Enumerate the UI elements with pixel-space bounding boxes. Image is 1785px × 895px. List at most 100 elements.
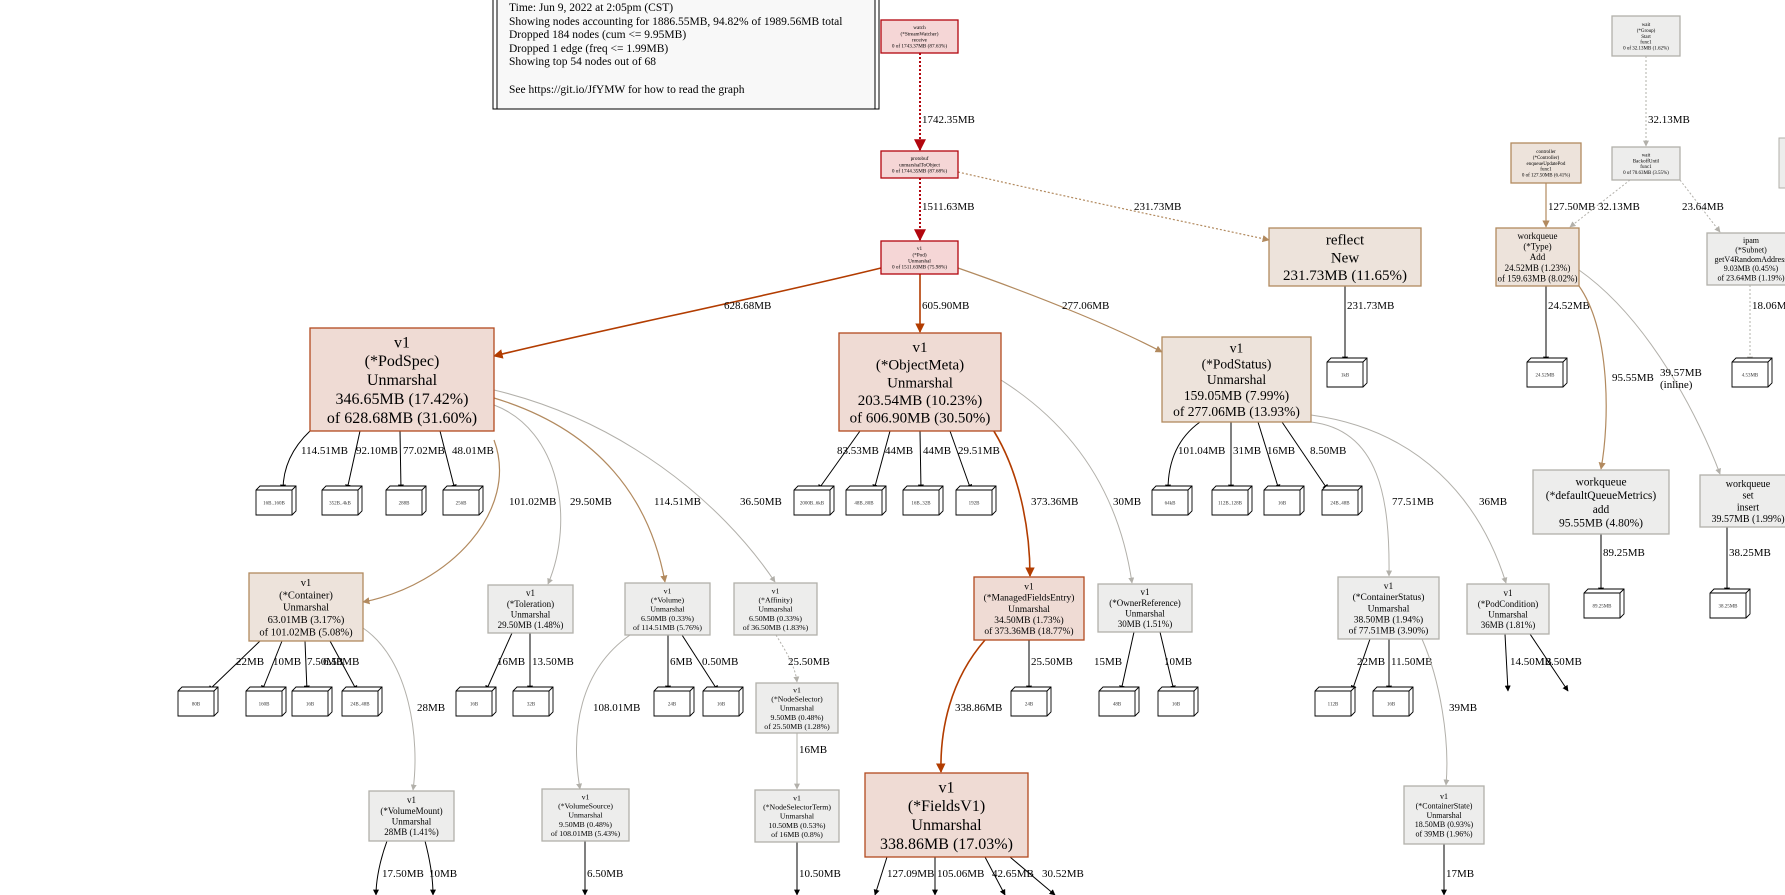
allocation-blob[interactable]: 16B [1263, 485, 1305, 516]
allocation-blob[interactable]: 16B [455, 686, 497, 717]
edge-label: 6.50MB [323, 656, 359, 668]
allocation-blob[interactable]: 256B [442, 485, 484, 516]
blob-label: 16B [1172, 703, 1181, 708]
graph-edge: 10MB [261, 640, 301, 692]
allocation-blob[interactable]: 16B [291, 686, 333, 717]
graph-edge: 10.50MB [794, 842, 841, 895]
edge-label: 44MB [885, 445, 913, 457]
node-label-line: v1 [1440, 792, 1448, 801]
edge-label: 10MB [429, 868, 457, 880]
edge-label: 277.06MB [1062, 300, 1109, 312]
allocation-blob[interactable]: 80B [177, 686, 219, 717]
allocation-blob[interactable]: 89.25MB [1583, 588, 1625, 619]
allocation-blob[interactable]: 24.52MB [1526, 357, 1568, 388]
node-label-line: 9.50MB (0.48%) [770, 713, 823, 722]
node-label-line: of 373.36MB (18.77%) [984, 626, 1073, 637]
allocation-blob[interactable]: 16B [1372, 686, 1414, 717]
allocation-blob[interactable]: 24B [653, 686, 695, 717]
edge-label: 127.09MB [887, 868, 934, 880]
edge-label: 39MB [1449, 702, 1477, 714]
node-label-line: 36MB (1.81%) [1481, 620, 1536, 630]
legend: Time: Jun 9, 2022 at 2:05pm (CST) Showin… [492, 0, 880, 110]
allocation-blob[interactable]: 192B [955, 485, 997, 516]
allocation-blob[interactable]: 64kB [1151, 485, 1193, 516]
node-label-line: Unmarshal [758, 605, 793, 614]
edge-label: 101.02MB [509, 496, 556, 508]
node-label-line: add [1593, 504, 1610, 516]
allocation-blob[interactable]: 24B..48B [341, 686, 383, 717]
node-label-line: Start [1641, 35, 1651, 40]
edge-label: 42.65MB [992, 868, 1034, 880]
graph-edge: 22MB [1350, 638, 1385, 692]
allocation-blob[interactable]: 38.25MB [1709, 588, 1751, 619]
edge-label: 30.52MB [1042, 868, 1084, 880]
edge-label: 0.50MB [702, 656, 738, 668]
blob-label: 32B [527, 703, 536, 708]
node-label-line: (*NodeSelectorTerm) [763, 803, 831, 812]
allocation-blob[interactable]: 4.53MB [1731, 357, 1773, 388]
allocation-blob[interactable]: 16B..160B [255, 485, 297, 516]
allocation-blob[interactable]: 112B [1314, 686, 1356, 717]
allocation-blob[interactable]: 2000B..6kB [793, 485, 835, 516]
allocation-blob[interactable]: 1kB [1326, 357, 1368, 388]
allocation-blob[interactable]: 160B [245, 686, 287, 717]
allocation-blob[interactable]: 112B..128B [1211, 485, 1253, 516]
allocation-blob[interactable]: 288B [385, 485, 427, 516]
blob-label: 38.25MB [1718, 605, 1738, 610]
graph-edge: 24.52MB [1543, 286, 1590, 363]
graph-edge: 39.57MB(inline) [1578, 269, 1721, 475]
allocation-blob[interactable]: 48B..80B [845, 485, 887, 516]
allocation-blob[interactable]: 48B [1098, 686, 1140, 717]
node-wq-metrics[interactable]: workqueue(*defaultQueueMetrics)add95.55M… [1532, 469, 1670, 535]
node-label-line: Unmarshal [780, 812, 815, 821]
edge-label: 231.73MB [1134, 201, 1181, 213]
node-label-line: of 77.51MB (3.90%) [1349, 626, 1429, 637]
edge-label: 108.01MB [593, 702, 640, 714]
node-managedfields[interactable]: v1(*ManagedFieldsEntry)Unmarshal34.50MB … [973, 576, 1085, 641]
allocation-blob[interactable]: 16B [702, 686, 744, 717]
node-label-line: 6.50MB (0.33%) [749, 614, 802, 623]
blob-label: 16B..160B [263, 502, 285, 507]
node-label-line: of 25.50MB (1.28%) [764, 722, 830, 731]
node-label-line: (*FieldsV1) [908, 798, 985, 815]
allocation-blob[interactable]: 16B..32B [902, 485, 944, 516]
allocation-blob[interactable]: 24B [1010, 686, 1052, 717]
graph-edge: 77.51MB [1310, 421, 1434, 577]
allocation-blob[interactable]: 32B [512, 686, 554, 717]
allocation-blob[interactable]: 16B [1157, 686, 1199, 717]
graph-edge: 10MB [424, 840, 457, 895]
allocation-blob[interactable]: 24B..48B [1321, 485, 1363, 516]
node-controller[interactable]: controller(*Controller)enqueueUpdatePodf… [1510, 142, 1582, 184]
node-label-line: workqueue [1726, 479, 1771, 490]
node-label-line: (*Pod) [912, 251, 926, 258]
node-label-line: 0 of 32.13MB (1.62%) [1623, 47, 1669, 52]
allocation-blob[interactable]: 352B..4kB [321, 485, 363, 516]
node-label-line: (*Group) [1637, 29, 1656, 34]
legend-line: See https://git.io/JfYMW for how to read… [509, 84, 745, 96]
